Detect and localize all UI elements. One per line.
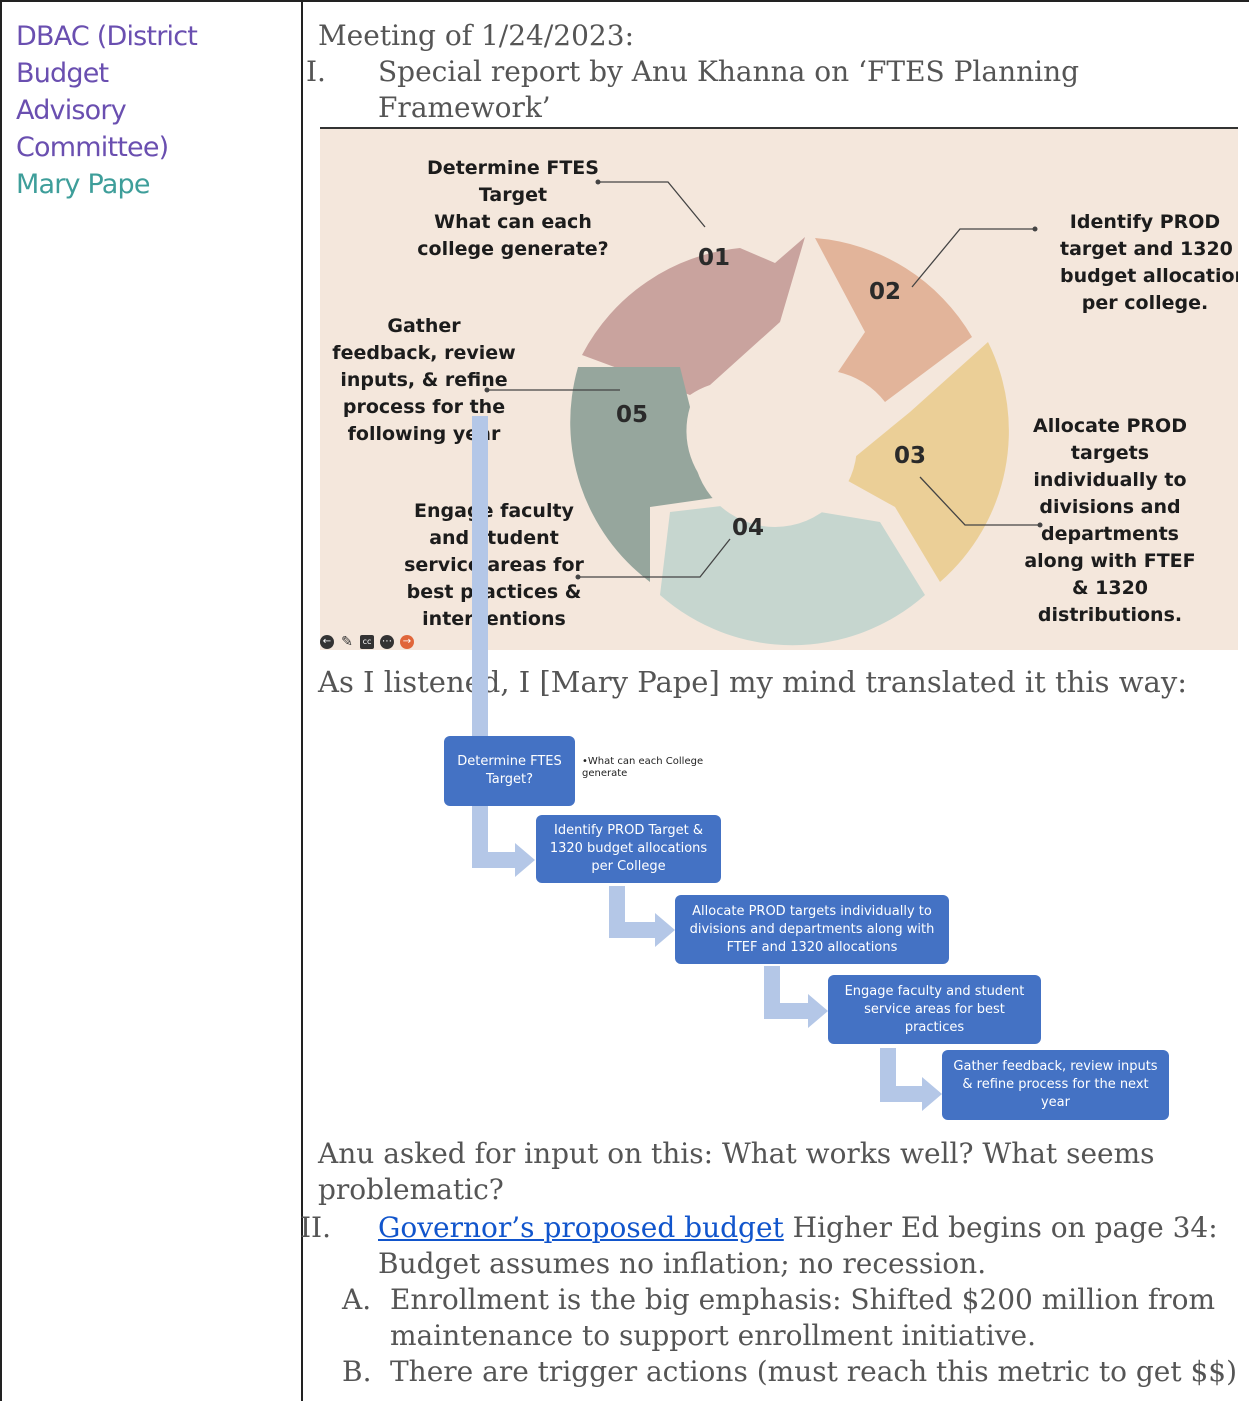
meeting-heading: Meeting of 1/24/2023: (318, 19, 634, 52)
flow-box-4: Engage faculty and student service areas… (828, 975, 1041, 1044)
bullet-note: •What can each College generate (582, 756, 704, 779)
step-number-03: 03 (894, 443, 927, 469)
segment-05 (570, 367, 720, 582)
step3-label: Allocate PROD targets individually to di… (1024, 415, 1196, 626)
subitem-b-line1: There are trigger actions (must reach th… (390, 1355, 1238, 1388)
flow-box-2: Identify PROD Target & 1320 budget alloc… (536, 815, 721, 883)
item1-marker: I. (306, 55, 326, 88)
item1-line2: Framework’ (378, 91, 551, 124)
committee-cell: DBAC (District Budget Advisory Committee… (16, 18, 286, 203)
table-column-divider (301, 0, 303, 1401)
step5-label: Gather feedback, review inputs, & refine… (332, 315, 516, 445)
subitem-a-line1: Enrollment is the big emphasis: Shifted … (390, 1283, 1216, 1316)
segment-03 (832, 342, 1009, 582)
connector-04 (578, 538, 731, 578)
input-request-line1: Anu asked for input on this: What works … (318, 1137, 1155, 1170)
committee-title-line2: Advisory Committee) (16, 95, 169, 163)
flow-arrow-3 (764, 966, 828, 1028)
step4-label: Engage faculty and student service areas… (404, 500, 584, 630)
slide-top-rule (320, 127, 1238, 129)
connector-02 (911, 228, 1035, 288)
subitem-a-marker: A. (342, 1283, 372, 1316)
flow-arrow-2 (609, 886, 675, 947)
step2-label: Identify PROD target and 1320 budget all… (1060, 211, 1238, 314)
step-number-01: 01 (698, 245, 731, 271)
item1-line1: Special report by Anu Khanna on ‘FTES Pl… (378, 55, 1080, 88)
connector-01 (598, 181, 706, 228)
slide-toolbar: ← ✎ cc ⋯ → (320, 633, 414, 651)
step-number-05: 05 (616, 402, 649, 428)
step1-label: Determine FTES Target What can each coll… (417, 157, 609, 260)
item2-marker: II. (300, 1211, 332, 1244)
member-name: Mary Pape (16, 169, 150, 200)
captions-icon[interactable]: cc (360, 635, 374, 649)
item2-line2: Budget assumes no inflation; no recessio… (378, 1247, 987, 1280)
cycle-diagram (484, 179, 1043, 646)
item2-line1: Governor’s proposed budget Higher Ed beg… (378, 1211, 1218, 1244)
step-number-02: 02 (869, 279, 902, 305)
ftes-framework-slide: 01 02 03 04 05 Determine FTES Target Wha… (320, 127, 1238, 650)
table-top-border (0, 0, 1249, 2)
governor-budget-link[interactable]: Governor’s proposed budget (378, 1211, 784, 1244)
table-left-border (0, 0, 2, 1401)
flow-box-3: Allocate PROD targets individually to di… (675, 895, 949, 964)
flow-box-5: Gather feedback, review inputs & refine … (942, 1050, 1169, 1120)
subitem-b-marker: B. (342, 1355, 372, 1388)
more-icon[interactable]: ⋯ (380, 635, 394, 649)
segment-04 (660, 505, 925, 646)
flow-arrow-4 (880, 1048, 942, 1111)
committee-title-line1: DBAC (District Budget (16, 21, 198, 89)
subitem-a-line2: maintenance to support enrollment initia… (390, 1319, 1037, 1352)
connector-03 (919, 476, 1040, 526)
forward-arrow-icon[interactable]: → (400, 635, 414, 649)
pen-icon[interactable]: ✎ (341, 634, 353, 650)
step-number-04: 04 (732, 515, 765, 541)
segment-01 (582, 237, 805, 395)
translation-intro: As I listened, I [Mary Pape] my mind tra… (318, 665, 1187, 699)
flow-box-1: Determine FTES Target? (444, 736, 575, 806)
back-arrow-icon[interactable]: ← (320, 635, 334, 649)
segment-02 (815, 238, 972, 402)
input-request-line2: problematic? (318, 1173, 504, 1206)
